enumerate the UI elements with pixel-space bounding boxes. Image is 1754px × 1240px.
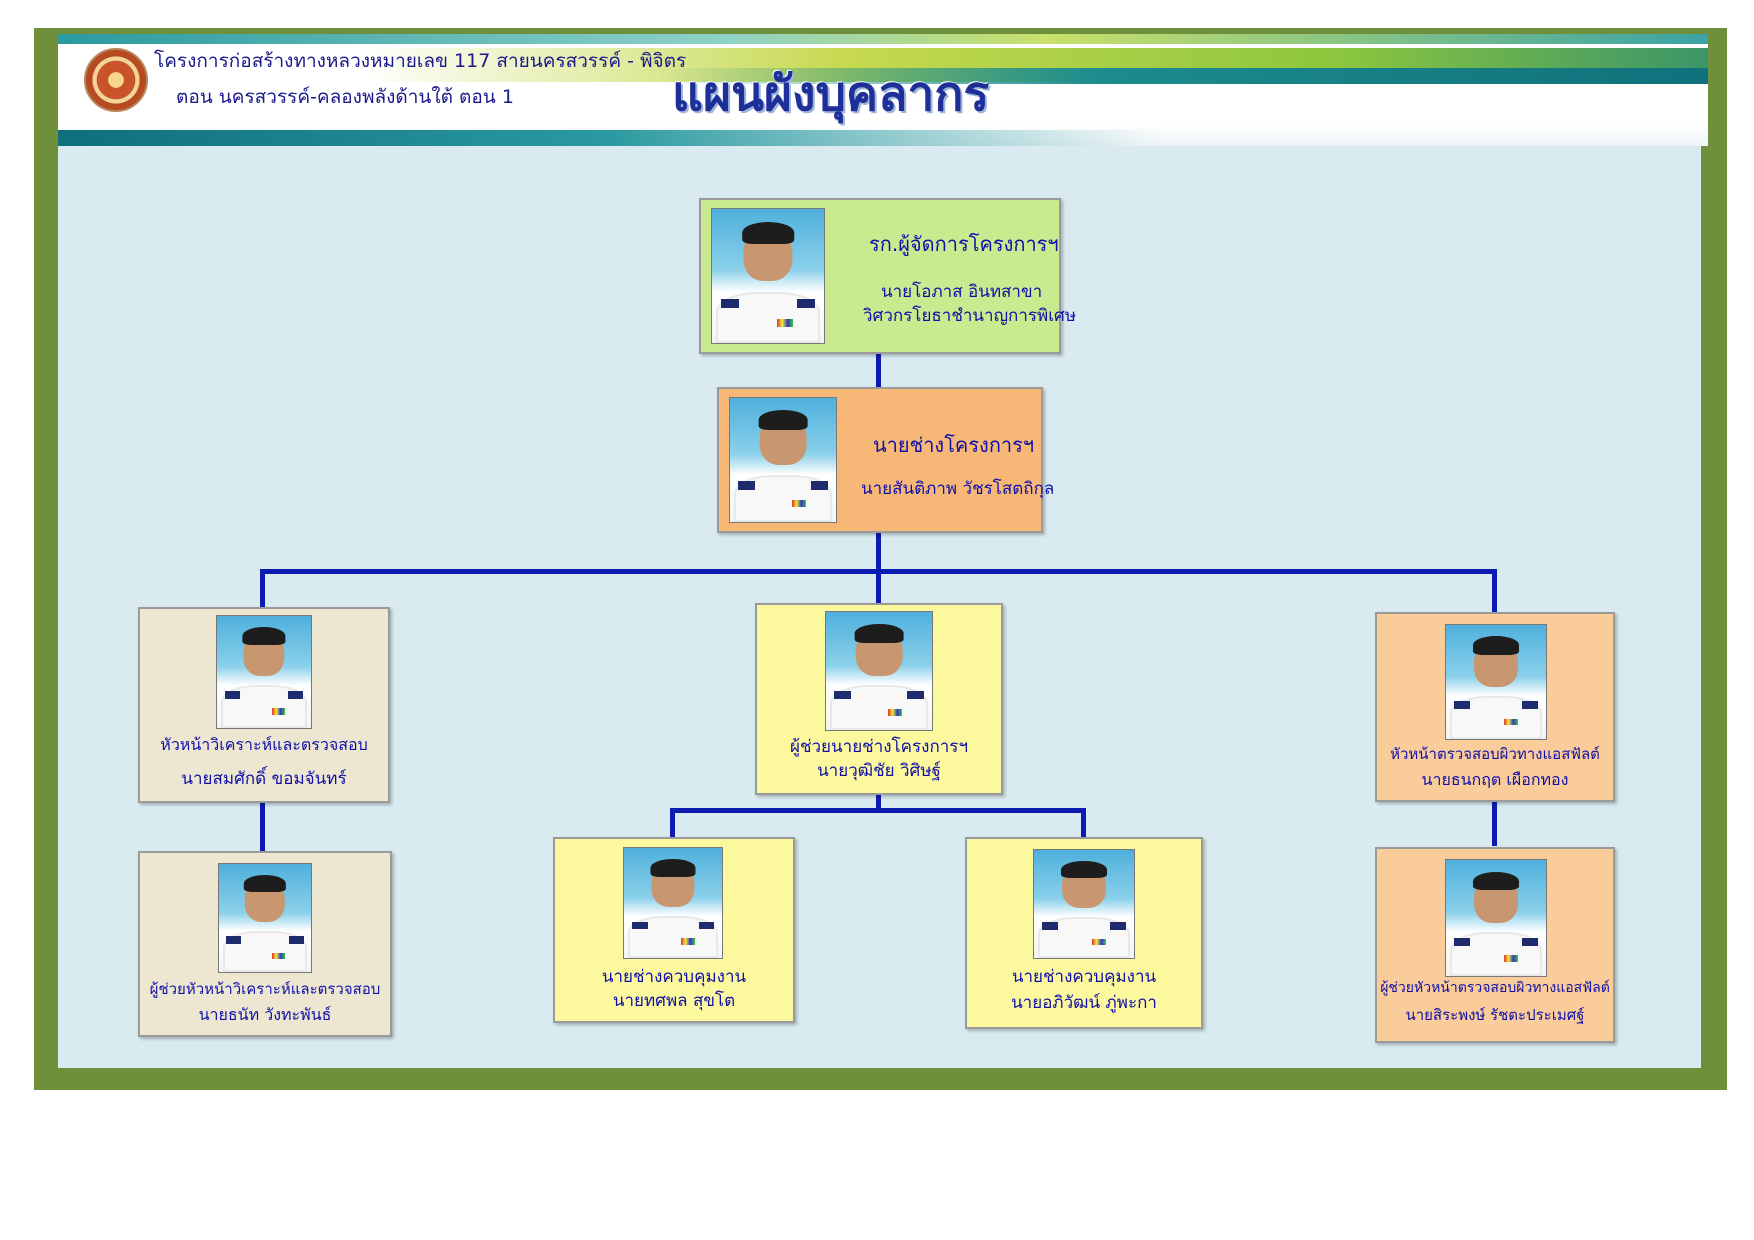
header-stripe (58, 34, 1708, 44)
role-label: ผู้ช่วยหัวหน้าวิเคราะห์และตรวจสอบ (149, 980, 381, 998)
person-name: นายวุฒิชัย วิศิษฐ์ (817, 761, 941, 781)
org-node-engineer: นายช่างโครงการฯ นายสันติภาพ วัชรโสตถิกุล (717, 387, 1054, 533)
connector-line (1081, 808, 1086, 838)
person-name: นายสมศักดิ์ ขอมจันทร์ (181, 769, 347, 789)
page-title: แผนผังบุคลากร (672, 66, 990, 122)
person-name: นายสันติภาพ วัชรโสตถิกุล (861, 479, 1055, 499)
header-banner (58, 34, 1708, 146)
role-label: ผู้ช่วยนายช่างโครงการฯ (790, 737, 968, 757)
person-name: นายโอภาส อินทสาขา (881, 282, 1043, 302)
connector-line (1492, 800, 1497, 846)
connector-line (670, 808, 675, 838)
portrait-photo (825, 611, 933, 731)
role-label: ผู้ช่วยหัวหน้าตรวจสอบผิวทางแอสฟัลต์ (1380, 980, 1610, 996)
role-label: หัวหน้าวิเคราะห์และตรวจสอบ (160, 735, 368, 754)
role-label: หัวหน้าตรวจสอบผิวทางแอสฟัลต์ (1390, 745, 1600, 763)
person-name: นายธนัท วังทะพันธ์ (198, 1005, 332, 1024)
portrait-photo (623, 847, 723, 959)
org-node-control-engineer-2: นายช่างควบคุมงาน นายอภิวัฒน์ ภู่พะกา (965, 837, 1203, 1029)
connector-line (260, 800, 265, 852)
connector-line (260, 569, 1497, 574)
connector-line (876, 793, 881, 811)
portrait-photo (1445, 624, 1547, 740)
org-node-manager: รก.ผู้จัดการโครงการฯ นายโอภาส อินทสาขา ว… (699, 198, 1076, 354)
connector-line (670, 808, 1086, 813)
org-node-center-assistant: ผู้ช่วยนายช่างโครงการฯ นายวุฒิชัย วิศิษฐ… (755, 603, 1003, 795)
org-node-left-head: หัวหน้าวิเคราะห์และตรวจสอบ นายสมศักดิ์ ข… (138, 607, 390, 803)
org-node-left-assistant: ผู้ช่วยหัวหน้าวิเคราะห์และตรวจสอบ นายธนั… (138, 851, 392, 1037)
portrait-photo (216, 615, 312, 729)
department-logo-icon (84, 48, 148, 112)
person-name: นายทศพล สุขโต (612, 991, 736, 1011)
portrait-photo (729, 397, 837, 523)
person-name: นายสิระพงษ์ รัชตะประเมศฐ์ (1405, 1006, 1585, 1024)
person-name: นายธนกฤต เผือกทอง (1421, 770, 1569, 789)
position-label: วิศวกรโยธาชำนาญการพิเศษ (863, 306, 1077, 326)
connector-line (260, 569, 265, 607)
portrait-photo (1033, 849, 1135, 959)
connector-line (876, 530, 881, 606)
person-name: นายอภิวัฒน์ ภู่พะกา (1011, 993, 1157, 1013)
project-name-line2: ตอน นครสวรรค์-คลองพลังด้านใต้ ตอน 1 (176, 86, 514, 108)
header-stripe (58, 130, 1158, 146)
portrait-photo (218, 863, 312, 973)
org-node-right-assistant: ผู้ช่วยหัวหน้าตรวจสอบผิวทางแอสฟัลต์ นายส… (1375, 847, 1615, 1043)
header-stripe (658, 68, 1708, 84)
org-node-control-engineer-1: นายช่างควบคุมงาน นายทศพล สุขโต (553, 837, 795, 1023)
role-label: รก.ผู้จัดการโครงการฯ (869, 232, 1059, 256)
org-node-right-head: หัวหน้าตรวจสอบผิวทางแอสฟัลต์ นายธนกฤต เผ… (1375, 612, 1615, 802)
project-name-line1: โครงการก่อสร้างทางหลวงหมายเลข 117 สายนคร… (154, 50, 687, 72)
role-label: นายช่างโครงการฯ (873, 433, 1035, 457)
portrait-photo (1445, 859, 1547, 977)
role-label: นายช่างควบคุมงาน (1011, 967, 1157, 987)
connector-line (1492, 569, 1497, 613)
portrait-photo (711, 208, 825, 344)
connector-line (876, 350, 881, 388)
role-label: นายช่างควบคุมงาน (601, 967, 747, 987)
